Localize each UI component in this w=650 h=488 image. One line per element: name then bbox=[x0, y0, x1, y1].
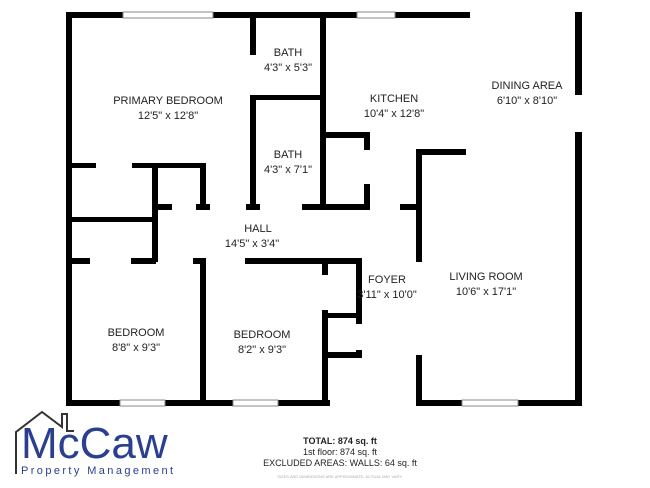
house-outline-icon bbox=[15, 410, 74, 474]
room-dims-primary-bedroom: 12'5" x 12'8" bbox=[138, 110, 198, 122]
walls bbox=[66, 12, 582, 406]
room-name-bedroom-left: BEDROOM bbox=[108, 327, 165, 339]
room-dims-kitchen: 10'4" x 12'8" bbox=[364, 108, 424, 120]
windows bbox=[119, 11, 519, 407]
room-dims-bedroom-left: 8'8" x 9'3" bbox=[112, 342, 160, 354]
room-name-kitchen: KITCHEN bbox=[370, 93, 418, 105]
room-dims-bath-lower: 4'3" x 7'1" bbox=[264, 164, 312, 176]
room-name-dining-area: DINING AREA bbox=[492, 80, 564, 92]
logo-name: McCaw bbox=[21, 419, 168, 468]
room-dims-living-room: 10'6" x 17'1" bbox=[456, 286, 516, 298]
room-dims-hall: 14'5" x 3'4" bbox=[225, 238, 279, 250]
room-name-primary-bedroom: PRIMARY BEDROOM bbox=[113, 95, 223, 107]
total-area: TOTAL: 874 sq. ft bbox=[303, 436, 377, 446]
disclaimer: SIZES AND DIMENSIONS ARE APPROXIMATE, AC… bbox=[277, 474, 403, 479]
room-dims-foyer: 3'11" x 10'0" bbox=[357, 289, 417, 301]
room-dims-bedroom-right: 8'2" x 9'3" bbox=[238, 344, 286, 356]
room-dims-dining-area: 6'10" x 8'10" bbox=[497, 95, 557, 107]
logo-tagline: Property Management bbox=[21, 465, 176, 477]
room-name-living-room: LIVING ROOM bbox=[449, 271, 522, 283]
excluded-area: EXCLUDED AREAS: WALLS: 64 sq. ft bbox=[263, 458, 417, 468]
room-dims-bath-upper: 4'3" x 5'3" bbox=[264, 62, 312, 74]
room-name-bath-upper: BATH bbox=[274, 47, 303, 59]
first-floor-area: 1st floor: 874 sq. ft bbox=[302, 447, 378, 457]
room-name-hall: HALL bbox=[244, 223, 272, 235]
room-name-bedroom-right: BEDROOM bbox=[234, 329, 291, 341]
room-name-foyer: FOYER bbox=[368, 274, 406, 286]
room-name-bath-lower: BATH bbox=[274, 149, 303, 161]
